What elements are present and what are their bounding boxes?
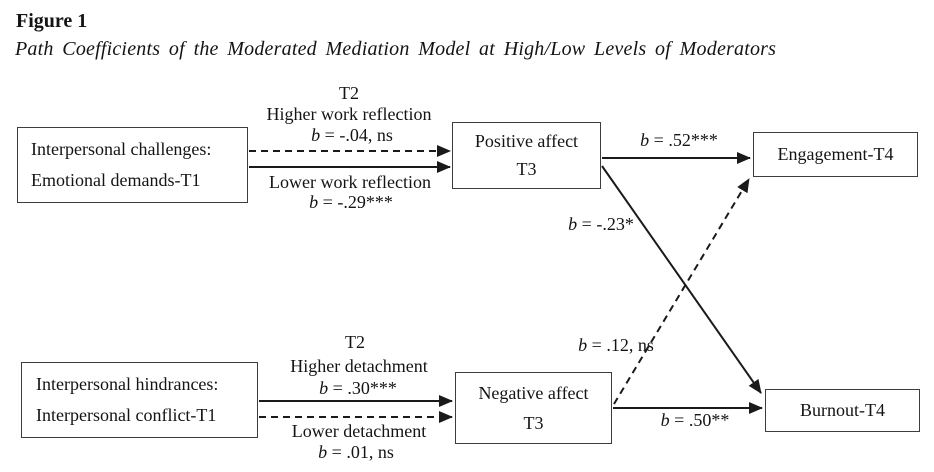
coef-lower-work-reflection: b = -.29*** (309, 192, 393, 212)
box-text: Positive affect (474, 130, 579, 151)
coef-negative-to-burnout: b = .50** (660, 410, 730, 430)
box-engagement: Engagement-T4 (753, 132, 918, 177)
coef-higher-detachment: b = .30*** (319, 378, 397, 398)
arrow-positive-to-burnout (601, 165, 762, 394)
box-text: Interpersonal hindrances: (36, 373, 219, 394)
label-t2-detachment: T2 (345, 332, 365, 352)
box-text: Engagement-T4 (777, 144, 894, 165)
box-interpersonal-challenges: Interpersonal challenges: Emotional dema… (17, 127, 248, 203)
label-higher-work-reflection: Higher work reflection (266, 104, 432, 124)
box-text: Negative affect (478, 382, 589, 403)
figure-caption: Path Coefficients of the Moderated Media… (15, 38, 777, 60)
box-text: Interpersonal conflict-T1 (36, 405, 217, 426)
coef-negative-to-engagement: b = .12, ns (578, 335, 654, 355)
box-text: T3 (523, 412, 544, 433)
box-interpersonal-hindrances: Interpersonal hindrances: Interpersonal … (21, 362, 258, 438)
coef-positive-to-burnout: b = -.23* (568, 214, 634, 234)
box-positive-affect: Positive affect T3 (452, 122, 601, 189)
label-higher-detachment: Higher detachment (290, 356, 428, 376)
coef-positive-to-engagement: b = .52*** (640, 130, 718, 150)
box-text: Interpersonal challenges: (31, 138, 212, 159)
coef-lower-detachment: b = .01, ns (318, 442, 394, 462)
coef-higher-work-reflection: b = -.04, ns (311, 125, 393, 145)
label-t2-work-reflection: T2 (339, 83, 359, 103)
label-lower-work-reflection: Lower work reflection (269, 172, 431, 192)
box-text: Burnout-T4 (800, 400, 885, 421)
figure-label: Figure 1 (16, 10, 88, 32)
arrow-negative-to-engagement (613, 178, 750, 405)
box-text: T3 (516, 159, 537, 180)
box-negative-affect: Negative affect T3 (455, 372, 612, 444)
box-text: Emotional demands-T1 (31, 170, 201, 191)
box-burnout: Burnout-T4 (765, 389, 920, 432)
label-lower-detachment: Lower detachment (291, 421, 427, 441)
